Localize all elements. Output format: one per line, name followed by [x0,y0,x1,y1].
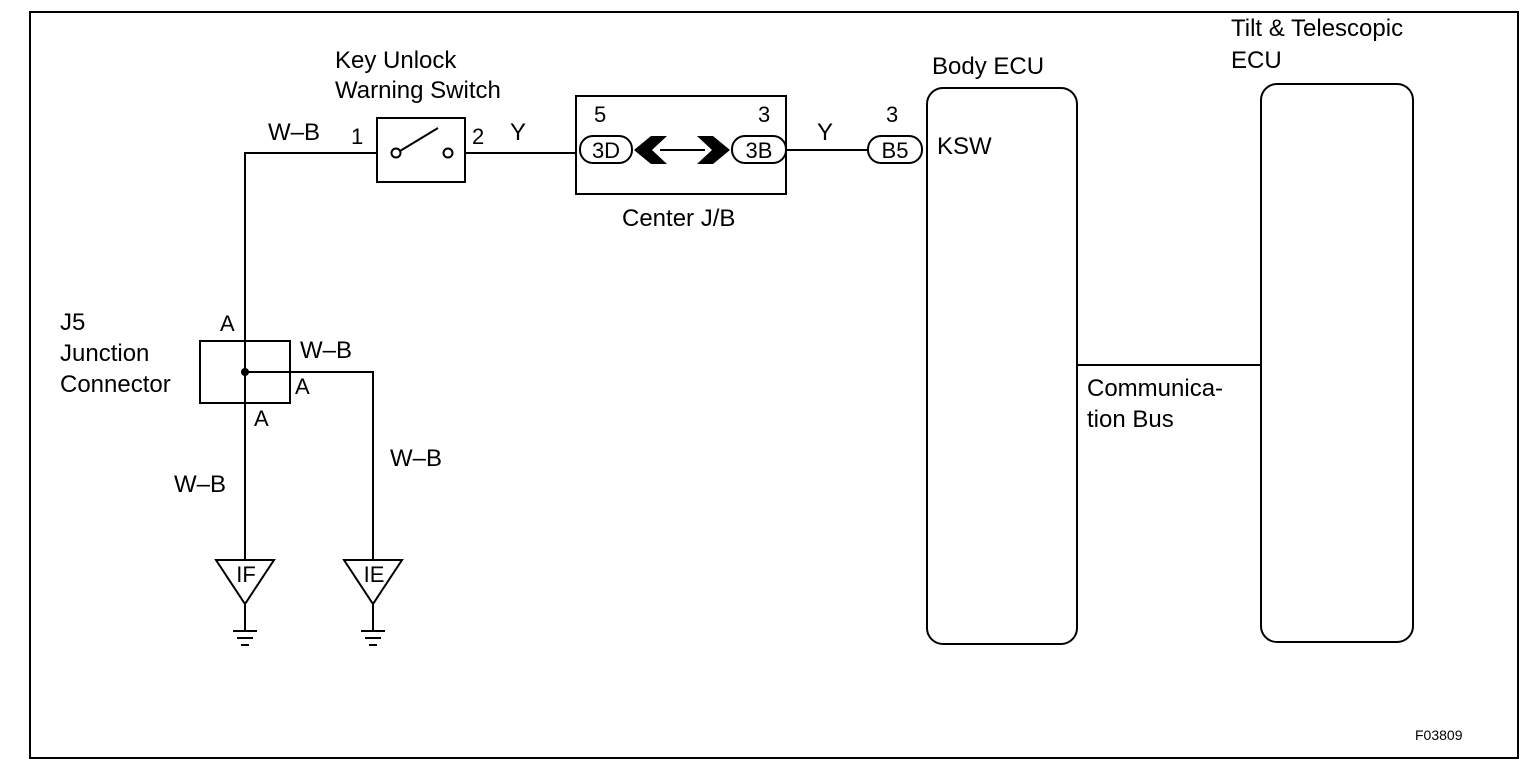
connector-b5-label: B5 [882,138,909,163]
wire-label-y-left: Y [510,119,526,146]
body-ecu-terminal: KSW [937,133,992,160]
connector-3d-label: 3D [592,138,620,163]
bus-label-line1: Communica- [1087,375,1223,402]
tilt-ecu-title-line1: Tilt & Telescopic [1231,15,1403,42]
connector-3d [579,135,633,164]
chevron-right-icon [697,136,730,164]
switch-blade [399,127,439,152]
jb-right-pin: 3 [758,102,770,127]
body-ecu-title: Body ECU [932,53,1044,80]
wire-wb-to-ground-ie [290,371,374,560]
switch-title-line2: Warning Switch [335,77,501,104]
junction-pin-bottom: A [254,406,269,431]
body-ecu-box [926,87,1078,645]
switch-contact-right [442,147,454,159]
junction-pin-right: A [295,374,310,399]
switch-contact-left [390,147,402,159]
switch-title-line1: Key Unlock [335,47,457,74]
junction-label-line3: Connector [60,371,171,398]
junction-label-line1: J5 [60,309,85,336]
switch-pin-1: 1 [351,124,363,149]
ground-ie-label: IE [364,562,385,587]
wire-label-wb-top: W–B [268,119,320,146]
connector-b5 [867,135,923,164]
junction-label-line2: Junction [60,340,149,367]
switch-pin-2: 2 [472,124,484,149]
bus-label-line2: tion Bus [1087,406,1174,433]
ground-ie-triangle [342,559,404,606]
connector-3b-label: 3B [746,138,773,163]
center-jb-label: Center J/B [622,205,735,232]
wire-label-wb-right-down: W–B [390,445,442,472]
wire-label-y-right: Y [817,119,833,146]
jb-left-pin: 5 [594,102,606,127]
ground-if-triangle [214,559,276,606]
wire-label-wb-left-down: W–B [174,471,226,498]
tilt-ecu-title-line2: ECU [1231,47,1282,74]
wire-label-wb-junction-right: W–B [300,337,352,364]
wire-wb-switch-to-junction [244,152,377,341]
figure-id: F03809 [1415,727,1463,743]
chevron-left-icon [634,136,667,164]
junction-pin-top: A [220,311,235,336]
ground-if-label: IF [236,562,256,587]
body-ecu-pin: 3 [886,102,898,127]
tilt-ecu-box [1260,83,1414,643]
diagram-frame [29,11,1519,759]
